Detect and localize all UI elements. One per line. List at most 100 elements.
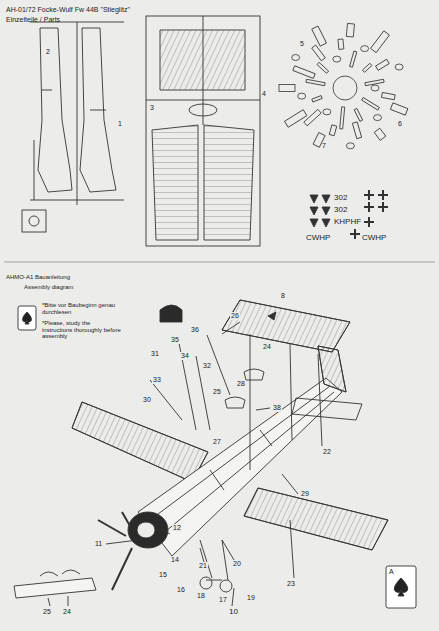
drawing-stroke — [390, 103, 407, 115]
callout-number: 21 — [198, 562, 208, 570]
drawing-stroke — [38, 28, 72, 192]
drawing-stroke — [354, 108, 362, 121]
callout-number: 20 — [232, 560, 242, 568]
callout-number: 29 — [300, 490, 310, 498]
drawing-stroke — [4, 262, 435, 263]
drawing-stroke — [312, 96, 322, 102]
callout-number: 34 — [180, 352, 190, 360]
drawing-stroke — [293, 66, 315, 79]
drawing-stroke — [40, 570, 80, 576]
callout-number: 11 — [94, 540, 103, 548]
drawing-stroke — [285, 110, 307, 128]
drawing-stroke — [48, 596, 68, 606]
drawing-stroke — [220, 580, 232, 592]
callout-number: 27 — [212, 438, 222, 446]
part-number: 6 — [398, 120, 402, 128]
callout-number: 33 — [152, 376, 162, 384]
drawing-stroke — [374, 128, 386, 140]
drawing-stroke — [23, 312, 32, 324]
drawing-stroke — [152, 125, 198, 240]
drawing-stroke — [106, 408, 298, 606]
drawing-stroke — [160, 30, 245, 90]
drawing-stroke — [18, 306, 36, 330]
drawing-stroke — [304, 109, 321, 126]
decal-text: 302 — [334, 206, 347, 215]
decal-text: CWHP — [362, 234, 386, 243]
callout-number: 12 — [172, 524, 182, 532]
drawing-stroke — [138, 378, 342, 556]
callout-number: 32 — [202, 362, 212, 370]
note-text: *Please, study the instructions thorough… — [42, 320, 122, 340]
drawing-stroke — [200, 540, 228, 580]
note-text: *Bitte vor Baubeginn genau durchlesen — [42, 302, 122, 315]
callout-number: 38 — [272, 404, 282, 412]
callout-number: 19 — [246, 594, 256, 602]
decal-text: 302 — [334, 194, 347, 203]
drawing-stroke — [146, 16, 260, 125]
callout-number: 15 — [158, 571, 168, 579]
drawing-stroke — [361, 46, 369, 52]
drawing-stroke — [362, 63, 371, 72]
callout-number: 24 — [62, 608, 72, 616]
drawing-stroke — [394, 578, 408, 596]
drawing-stroke — [34, 90, 106, 200]
drawing-stroke — [279, 85, 295, 92]
drawing-stroke — [352, 122, 361, 139]
callout-number: 17 — [218, 596, 228, 604]
callout-number: 23 — [286, 580, 296, 588]
drawing-stroke — [30, 22, 124, 205]
drawing-stroke — [150, 322, 322, 470]
drawing-stroke — [150, 386, 334, 536]
drawing-stroke — [310, 195, 330, 227]
part-number: 3 — [150, 104, 154, 112]
part-number: 2 — [46, 48, 50, 56]
callout-number: 30 — [142, 396, 152, 404]
drawing-stroke — [29, 216, 39, 226]
drawing-stroke — [268, 312, 276, 320]
drawing-stroke — [346, 23, 354, 37]
callout-number: 35 — [170, 336, 180, 344]
assembly-drawing — [14, 300, 416, 608]
callout-number: 25 — [42, 608, 52, 616]
drawing-stroke — [333, 56, 341, 62]
drawing-stroke — [350, 190, 388, 239]
callout-number: 24 — [262, 343, 272, 351]
callout-number: 31 — [150, 350, 160, 358]
section-heading: Einzelteile / Parts — [6, 16, 60, 24]
drawing-stroke — [374, 115, 382, 121]
part-number: 5 — [300, 40, 304, 48]
parts-sprues — [4, 16, 435, 262]
drawing-stroke — [323, 109, 331, 115]
callout-number: 36 — [190, 326, 200, 334]
drawing-stroke — [160, 305, 182, 322]
drawing-stroke — [312, 26, 327, 46]
decal-text: CWHP — [306, 234, 330, 243]
drawing-stroke — [365, 79, 384, 85]
drawing-stroke — [14, 578, 96, 598]
drawing-stroke — [200, 577, 212, 589]
drawing-stroke — [137, 522, 155, 538]
drawing-stroke — [306, 79, 325, 85]
drawing-stroke — [318, 346, 346, 392]
drawing-stroke — [350, 51, 357, 67]
drawing-stroke — [318, 346, 346, 392]
drawing-stroke — [222, 300, 350, 352]
drawing-stroke — [371, 85, 379, 91]
part-number: 4 — [262, 90, 266, 98]
callout-number: 22 — [322, 448, 332, 456]
drawing-stroke — [292, 398, 362, 420]
callout-number: 26 — [230, 312, 240, 320]
drawing-stroke — [346, 143, 354, 149]
drawing-stroke — [204, 125, 254, 240]
drawing-stroke — [362, 98, 380, 111]
callout-number: 10 — [228, 608, 239, 617]
callout-number: 14 — [170, 556, 180, 564]
section-heading: Assembly diagram — [24, 284, 73, 291]
sheet-title: AH-01/72 Focke-Wulf Fw 44B "Stieglitz" — [6, 6, 130, 14]
drawing-stroke — [338, 39, 344, 49]
callout-number: 25 — [212, 388, 222, 396]
drawing-stroke — [395, 64, 403, 70]
drawing-stroke — [333, 76, 357, 100]
drawing-stroke — [381, 92, 395, 99]
